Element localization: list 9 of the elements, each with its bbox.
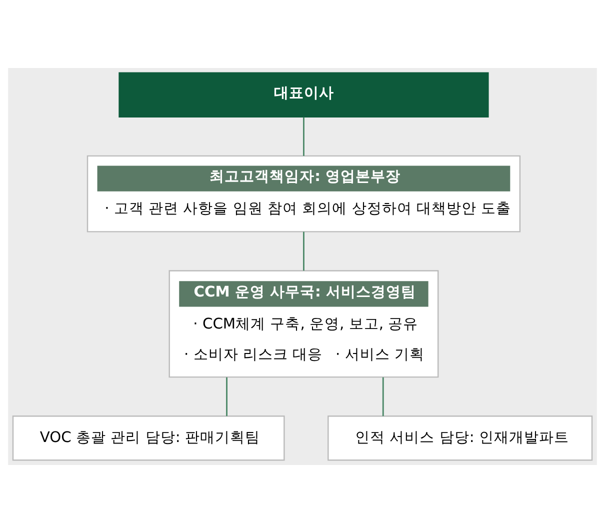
connector	[382, 376, 384, 416]
connector	[302, 231, 304, 270]
node-box: 최고고객책임자: 영업본부장 · 고객 관련 사항을 임원 참여 회의에 상정하여 대책방안 도출	[86, 154, 521, 232]
node-box: 대표이사	[118, 72, 489, 117]
node-box: VOC 총괄 관리 담당: 판매기획팀	[12, 415, 285, 460]
node-box: 인적 서비스 담당: 인재개발파트	[328, 415, 593, 460]
node-box: CCM 운영 사무국: 서비스경영팀 · CCM체계 구축, 운영, 보고, 공유 · 소비자 리스크 대응 · 서비스 기획	[168, 270, 439, 378]
connector	[302, 116, 304, 156]
connector	[226, 376, 228, 416]
